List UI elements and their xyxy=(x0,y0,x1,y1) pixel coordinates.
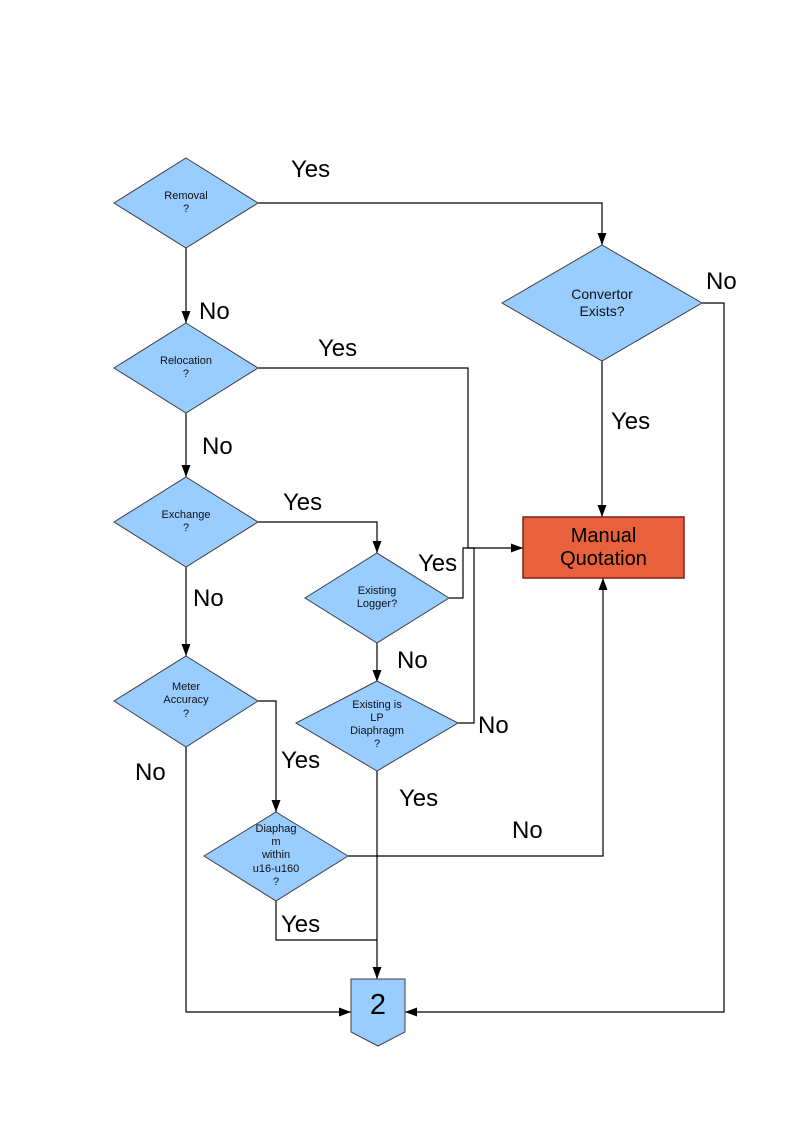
edge-label-logger-yes: Yes xyxy=(418,550,458,577)
existing-logger-decision-shape xyxy=(304,552,450,644)
exchange-decision-shape xyxy=(113,476,259,568)
edge-meter-yes xyxy=(258,700,281,812)
edge-label-exchange-no: No xyxy=(193,585,224,612)
manual-quotation-process-shape xyxy=(522,516,685,579)
off-page-connector-shape xyxy=(350,978,406,1047)
edge-label-meter-yes: Yes xyxy=(281,747,321,774)
removal-decision-shape xyxy=(113,157,259,249)
edge-meter-no xyxy=(185,747,351,1017)
edge-label-meter-no: No xyxy=(135,759,166,786)
edge-label-removal-no: No xyxy=(199,298,230,325)
diaphragm-within-decision-shape xyxy=(203,811,349,902)
edge-label-lp-yes: Yes xyxy=(399,785,439,812)
edge-label-convertor-no: No xyxy=(706,268,737,295)
edge-label-relocation-yes: Yes xyxy=(318,335,358,362)
edge-convertor-no xyxy=(405,302,725,1017)
edge-label-relocation-no: No xyxy=(202,433,233,460)
edge-label-diaphragm-yes: Yes xyxy=(281,911,321,938)
existing-lp-diaphragm-decision-shape xyxy=(294,680,460,772)
edge-label-logger-no: No xyxy=(397,647,428,674)
meter-accuracy-decision-shape xyxy=(113,655,259,748)
edge-exchange-yes xyxy=(258,521,382,553)
edge-label-exchange-yes: Yes xyxy=(283,489,323,516)
relocation-decision-shape xyxy=(113,322,259,414)
edge-diaphragm-no xyxy=(348,578,608,857)
edge-lp-no xyxy=(458,547,475,724)
convertor-exists-decision-shape xyxy=(501,244,703,362)
edge-label-removal-yes: Yes xyxy=(291,156,331,183)
edge-logger-yes xyxy=(449,547,468,599)
edge-relocation-yes xyxy=(258,367,469,548)
edge-label-diaphragm-no: No xyxy=(512,817,543,844)
edge-label-lp-no: No xyxy=(478,712,509,739)
edge-removal-yes xyxy=(258,202,607,245)
edge-label-convertor-yes: Yes xyxy=(611,408,651,435)
edge-diaphragm-yes xyxy=(275,901,377,941)
